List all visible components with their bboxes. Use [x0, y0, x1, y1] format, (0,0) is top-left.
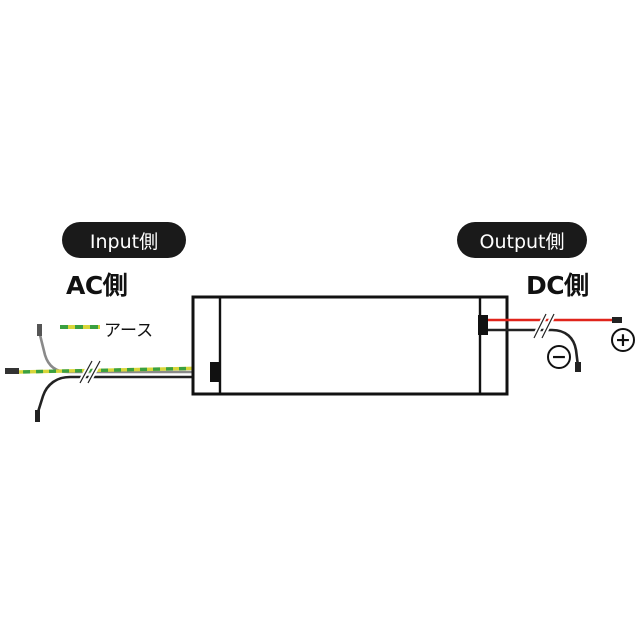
negative-terminal-icon: −	[547, 345, 571, 369]
ac-live-wire-tip	[35, 410, 40, 422]
ac-wire-break-mark	[77, 359, 103, 385]
output-connector	[478, 315, 488, 335]
dc-negative-wire	[488, 328, 580, 367]
dc-wire-break-mark	[531, 312, 557, 340]
dc-negative-wire-tip	[575, 362, 581, 372]
power-supply-case	[191, 295, 509, 396]
earth-wire-tip	[5, 368, 19, 374]
input-connector	[210, 362, 220, 382]
ac-side-heading: AC側	[66, 271, 128, 300]
ac-live-wire	[36, 375, 212, 413]
positive-symbol: +	[615, 329, 631, 351]
positive-terminal-icon: +	[611, 328, 635, 352]
earth-wire	[17, 366, 213, 374]
dc-positive-wire-tip	[612, 317, 622, 323]
input-side-badge-label: Input側	[89, 230, 159, 253]
earth-legend-label: アース	[104, 321, 154, 341]
negative-symbol: −	[551, 346, 567, 368]
output-side-badge-label: Output側	[479, 230, 565, 253]
input-side-badge: Input側	[62, 222, 186, 258]
ac-neutral-wire-tip	[37, 324, 42, 336]
output-side-badge: Output側	[457, 222, 587, 258]
dc-side-heading: DC側	[526, 271, 589, 300]
